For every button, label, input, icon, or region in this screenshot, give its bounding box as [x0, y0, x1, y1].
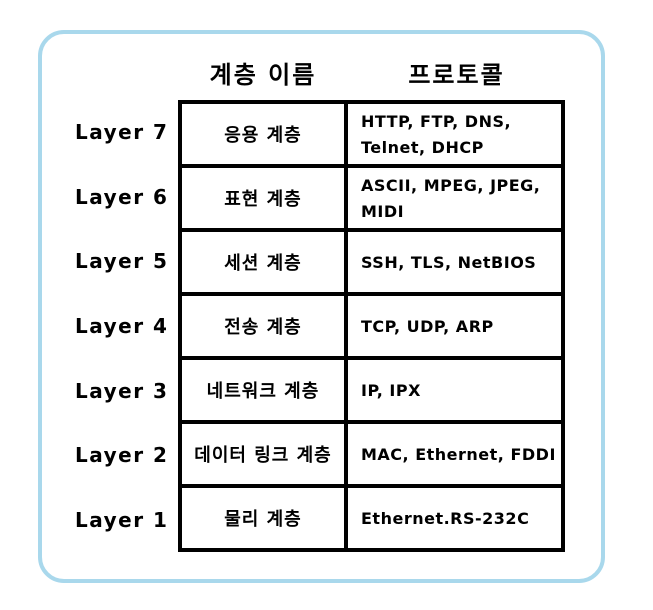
layer-label: Layer 2: [75, 443, 169, 468]
protocol-line: ASCII, MPEG, JPEG,: [361, 175, 541, 195]
column-header-layer-name: 계층 이름: [209, 60, 317, 89]
layer-name-cell: 표현 계층: [182, 168, 348, 228]
table-row: 네트워크 계층 IP, IPX: [182, 360, 561, 424]
osi-table: 응용 계층 HTTP, FTP, DNS, Telnet, DHCP 표현 계층 …: [178, 100, 565, 552]
table-row: 표현 계층 ASCII, MPEG, JPEG, MIDI: [182, 168, 561, 232]
layer-label: Layer 6: [75, 184, 169, 209]
layer-name-cell: 세션 계층: [182, 232, 348, 292]
protocol-cell: Ethernet.RS-232C: [348, 488, 561, 548]
table-row: 전송 계층 TCP, UDP, ARP: [182, 296, 561, 360]
layer-name-cell: 응용 계층: [182, 104, 348, 164]
table-row: 응용 계층 HTTP, FTP, DNS, Telnet, DHCP: [182, 104, 561, 168]
layer-labels-column: Layer 7 Layer 6 Layer 5 Layer 4 Layer 3 …: [60, 100, 172, 552]
layer-name-cell: 물리 계층: [182, 488, 348, 548]
layer-label: Layer 3: [75, 378, 169, 403]
protocol-cell: IP, IPX: [348, 360, 561, 420]
layer-label: Layer 4: [75, 314, 169, 339]
protocol-line: Telnet, DHCP: [361, 137, 484, 157]
protocol-cell: TCP, UDP, ARP: [348, 296, 561, 356]
protocol-line: MAC, Ethernet, FDDI: [361, 444, 556, 464]
protocol-line: MIDI: [361, 201, 405, 221]
table-row: 데이터 링크 계층 MAC, Ethernet, FDDI: [182, 424, 561, 488]
protocol-line: IP, IPX: [361, 380, 421, 400]
protocol-line: HTTP, FTP, DNS,: [361, 111, 512, 131]
protocol-cell: HTTP, FTP, DNS, Telnet, DHCP: [348, 104, 561, 164]
table-row: 물리 계층 Ethernet.RS-232C: [182, 488, 561, 548]
protocol-line: TCP, UDP, ARP: [361, 316, 494, 336]
layer-name-cell: 네트워크 계층: [182, 360, 348, 420]
column-header-protocol: 프로토콜: [408, 60, 505, 89]
layer-name-cell: 데이터 링크 계층: [182, 424, 348, 484]
protocol-cell: ASCII, MPEG, JPEG, MIDI: [348, 168, 561, 228]
protocol-line: SSH, TLS, NetBIOS: [361, 252, 537, 272]
table-row: 세션 계층 SSH, TLS, NetBIOS: [182, 232, 561, 296]
layer-label: Layer 1: [75, 507, 169, 532]
protocol-cell: SSH, TLS, NetBIOS: [348, 232, 561, 292]
protocol-line: Ethernet.RS-232C: [361, 508, 530, 528]
layer-name-cell: 전송 계층: [182, 296, 348, 356]
layer-label: Layer 5: [75, 249, 169, 274]
layer-label: Layer 7: [75, 120, 169, 145]
protocol-cell: MAC, Ethernet, FDDI: [348, 424, 561, 484]
